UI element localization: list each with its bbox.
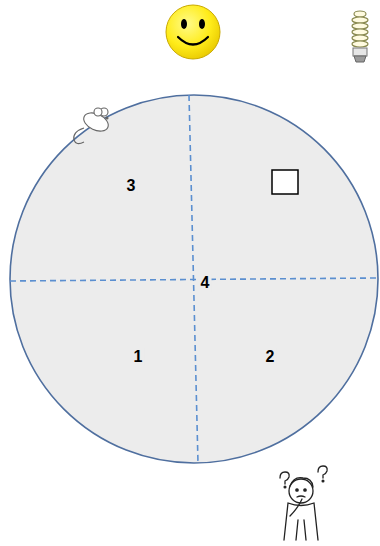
quadrant-number: 2 [264, 348, 277, 366]
quadrant-number: 3 [125, 177, 138, 195]
empty-square [272, 170, 298, 194]
thinking-person [280, 466, 327, 540]
quadrant-circle: 3 4 1 2 [4, 93, 380, 465]
light-bulb [352, 11, 368, 62]
quadrant-number: 4 [199, 274, 212, 292]
circle-outline [4, 93, 380, 465]
quadrant-number: 1 [132, 348, 145, 366]
mouse-figure [74, 108, 111, 144]
smiley-face [166, 5, 220, 59]
